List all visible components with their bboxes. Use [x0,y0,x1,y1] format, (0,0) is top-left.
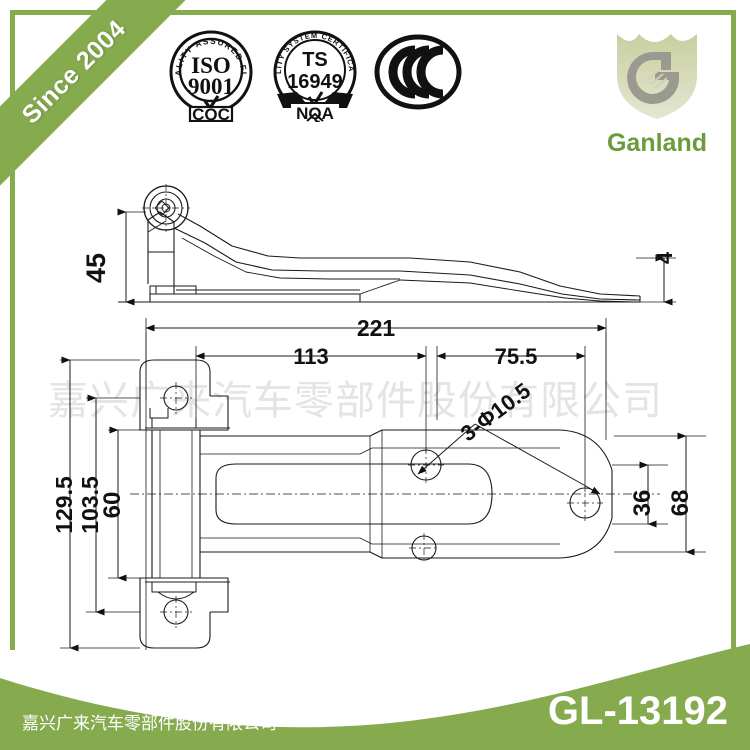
dim-label-113: 113 [293,344,329,369]
dim-45 [117,208,146,306]
dim-103-5 [86,394,140,616]
side-view-profile [118,184,641,303]
dim-label-4: 4 [652,251,677,264]
hole-callout-leader [417,423,601,495]
technical-drawing-svg: 45 4 221 113 75.5 129.5 103.5 60 36 68 3… [51,184,706,652]
svg-text:16949: 16949 [287,71,343,93]
dim-label-45: 45 [81,253,111,283]
ts16949-badge: QUALITY SYSTEM CERTIFICATION TS 16949 NQ… [264,15,363,127]
dim-129-5 [60,356,140,652]
svg-text:ISO: ISO [191,53,231,78]
plan-view-outline [130,332,660,650]
product-code: GL-13192 [547,689,728,733]
dim-4 [636,254,676,306]
dim-60 [108,426,148,582]
footer-banner: 嘉兴广来汽车零部件股份有限公司 GL-13192 [0,630,750,750]
green-border-frame [10,10,736,650]
footer-company-name: 嘉兴广来汽车零部件股份有限公司 [22,714,277,734]
brand-logo-block: Ganland [592,24,722,158]
dim-label-103-5: 103.5 [77,476,103,534]
dim-label-221: 221 [357,315,396,341]
since-ribbon: Since 2004 [0,0,220,220]
dim-113 [195,346,427,452]
svg-text:CQC: CQC [192,105,230,122]
footer-wave-shape [0,644,750,750]
iso9001-badge: QUALITY ASSURED FIRM ISO 9001 CQC [161,15,257,127]
dim-label-129-5: 129.5 [51,476,77,534]
dim-label-36: 36 [629,490,656,517]
dim-36 [612,461,668,528]
certification-badges: QUALITY ASSURED FIRM ISO 9001 CQC QUALIT… [161,15,463,127]
ccc-badge [373,32,463,117]
brand-name: Ganland [606,129,707,157]
dim-label-75-5: 75.5 [495,344,538,369]
dim-label-60: 60 [99,492,126,519]
svg-text:TS: TS [302,49,328,71]
dim-221 [145,318,607,400]
dim-label-68: 68 [667,490,694,517]
svg-text:9001: 9001 [188,74,234,99]
dim-75-5 [436,346,586,488]
since-ribbon-label: Since 2004 [16,14,132,130]
dim-68 [614,432,706,556]
ganland-shield-icon [617,34,697,119]
